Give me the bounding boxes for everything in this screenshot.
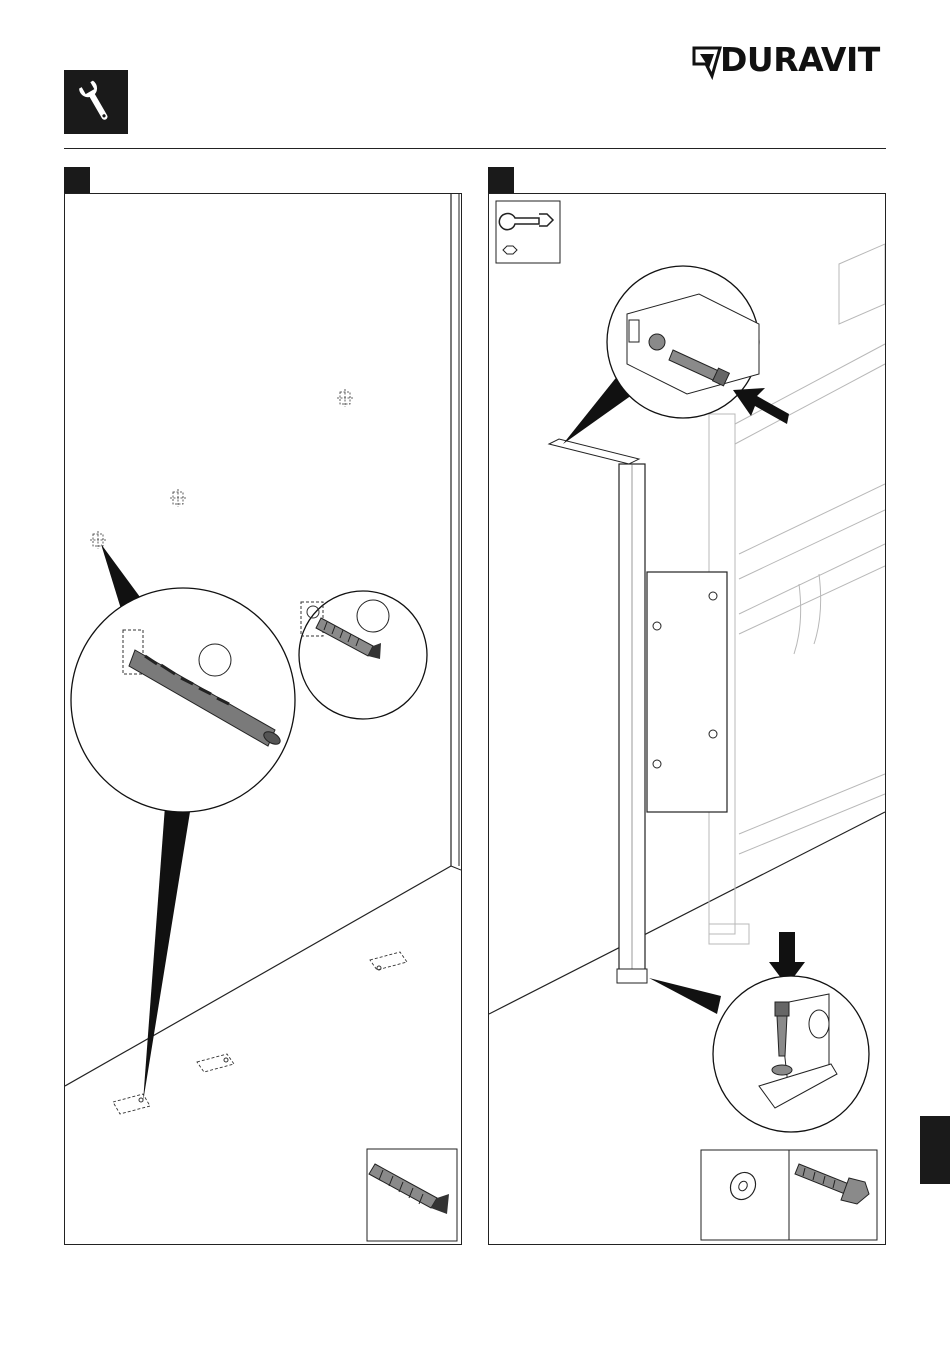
section-side-tab xyxy=(920,1116,950,1184)
wall-drill-mark xyxy=(337,389,353,407)
step-number-badge xyxy=(199,644,231,676)
step-2-tab xyxy=(488,167,514,193)
wrench-icon xyxy=(64,70,128,134)
callout-pointer xyxy=(649,978,721,1014)
step-1-parts-box xyxy=(367,1149,457,1241)
plug-detail-callout xyxy=(299,591,427,719)
brand-wordmark: DURAVIT xyxy=(720,40,880,79)
header-divider xyxy=(64,148,886,149)
floor-drill-mark xyxy=(370,952,407,970)
step-1-illustration xyxy=(65,194,461,1244)
wall-drill-mark xyxy=(90,531,106,549)
frame-post xyxy=(549,439,727,983)
washer-icon xyxy=(772,1065,792,1075)
drill-detail-callout xyxy=(71,588,295,812)
step-2-parts-box xyxy=(701,1150,877,1240)
wall-drill-mark xyxy=(170,489,186,507)
brand-logo: DURAVIT xyxy=(690,38,890,84)
top-bracket-detail-callout xyxy=(607,266,789,424)
section-tool-icon-box xyxy=(64,70,128,134)
step-1-tab xyxy=(64,167,90,193)
floor-drill-mark xyxy=(113,1094,150,1114)
arrow-icon xyxy=(733,388,789,424)
step-1-panel xyxy=(64,193,462,1245)
step-2-panel xyxy=(488,193,886,1245)
step-number-badge xyxy=(357,600,389,632)
floor-drill-mark xyxy=(197,1054,234,1072)
step-2-illustration xyxy=(489,194,885,1244)
callout-pointer xyxy=(143,806,190,1102)
step-2-tool-box xyxy=(496,201,560,263)
foot-detail-callout xyxy=(713,976,869,1132)
